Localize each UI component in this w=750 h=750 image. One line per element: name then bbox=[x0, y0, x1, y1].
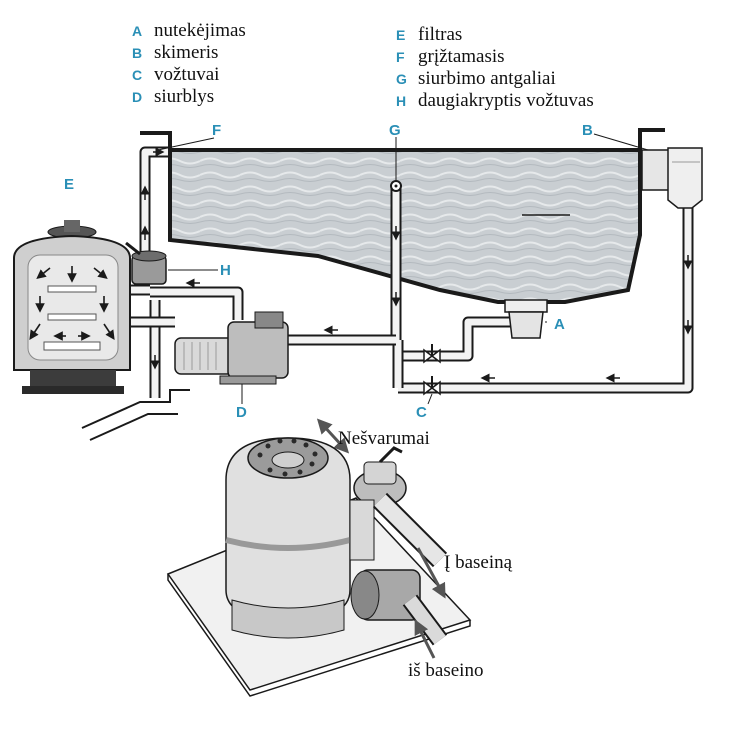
return-pipe bbox=[141, 148, 168, 260]
callout-e: E bbox=[64, 176, 75, 193]
pump bbox=[174, 311, 289, 385]
callout-b: B bbox=[582, 122, 593, 139]
to-pool-label: Į baseiną bbox=[444, 552, 513, 573]
legend-text-g: siurbimo antgaliai bbox=[418, 68, 556, 89]
drain-pipe-outline bbox=[398, 316, 510, 362]
legend-key-h: H bbox=[396, 93, 407, 109]
legend-item-e: E filtras bbox=[396, 24, 462, 46]
callout-leaders bbox=[157, 133, 649, 405]
legend-key-a: A bbox=[132, 23, 143, 39]
legend-key-d: D bbox=[132, 89, 143, 105]
waste-label: Nešvarumai bbox=[338, 428, 430, 449]
legend-item-c: C vožtuvai bbox=[132, 64, 219, 86]
legend-item-h: H daugiakryptis vožtuvas bbox=[396, 90, 594, 112]
from-pool-label: iš baseino bbox=[408, 660, 484, 681]
multiport-valve bbox=[125, 241, 167, 285]
legend-text-f: grįžtamasis bbox=[418, 46, 505, 67]
callout-g: G bbox=[389, 122, 401, 139]
callout-d: D bbox=[236, 404, 247, 421]
pump-outlet-pipe bbox=[150, 288, 242, 320]
pool-water bbox=[168, 148, 642, 304]
legend-text-c: vožtuvai bbox=[154, 64, 220, 85]
pool-left-edge bbox=[140, 131, 172, 150]
legend-item-b: B skimeris bbox=[132, 42, 218, 64]
filter-assembly-illustration bbox=[166, 418, 472, 697]
callout-a: A bbox=[554, 316, 565, 333]
sand-filter bbox=[13, 220, 131, 394]
callout-h: H bbox=[220, 262, 231, 279]
legend-key-f: F bbox=[396, 49, 405, 65]
pool-basin bbox=[140, 128, 665, 304]
pump-outlet-outline bbox=[150, 286, 244, 320]
legend-item-g: G siurbimo antgaliai bbox=[396, 68, 556, 90]
waste-drain bbox=[81, 389, 190, 441]
legend-text-e: filtras bbox=[418, 24, 463, 45]
legend-text-d: siurblys bbox=[154, 86, 215, 107]
pool-right-edge bbox=[638, 128, 665, 150]
callout-c: C bbox=[416, 404, 427, 421]
skimmer bbox=[641, 147, 703, 209]
valves bbox=[423, 344, 441, 396]
legend-text-a: nutekėjimas bbox=[154, 20, 246, 41]
flow-arrows bbox=[140, 147, 693, 383]
legend-key-b: B bbox=[132, 45, 143, 61]
legend-text-h: daugiakryptis vožtuvas bbox=[418, 90, 594, 111]
legend-key-c: C bbox=[132, 67, 143, 83]
legend-item-a: A nutekėjimas bbox=[132, 20, 246, 42]
legend-text-b: skimeris bbox=[154, 42, 219, 63]
legend-key-e: E bbox=[396, 27, 406, 43]
legend-item-d: D siurblys bbox=[132, 86, 214, 108]
callout-f: F bbox=[212, 122, 222, 139]
legend-key-g: G bbox=[396, 71, 407, 87]
main-drain bbox=[504, 299, 548, 339]
legend-item-f: F grįžtamasis bbox=[396, 46, 505, 68]
